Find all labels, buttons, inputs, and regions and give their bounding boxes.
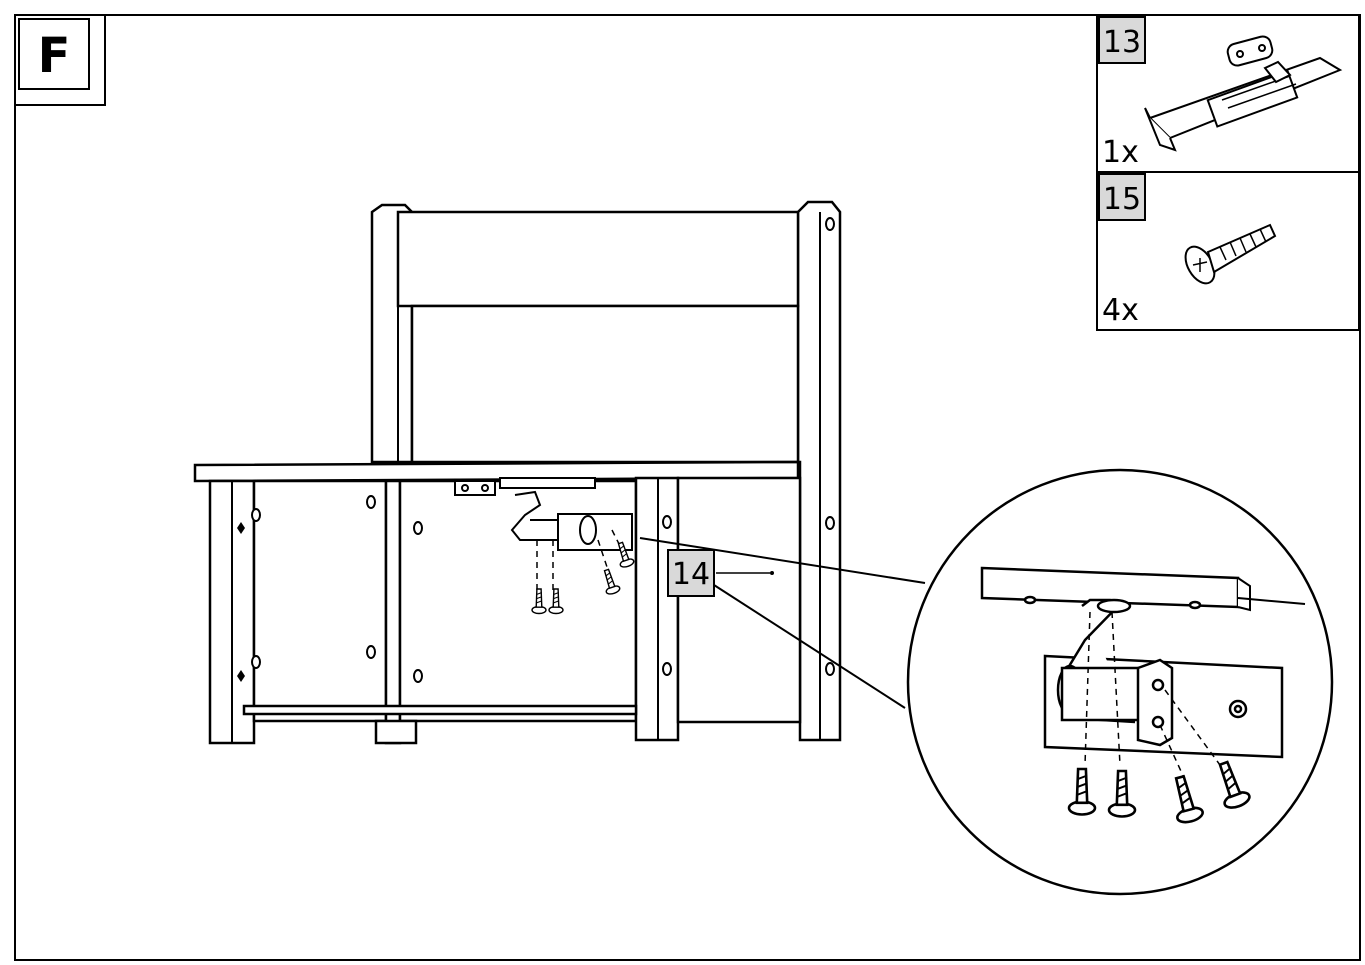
step-letter: F [38, 28, 71, 84]
detail-leader-lines [639, 537, 926, 709]
back-middle-panel [410, 304, 800, 464]
step-label: F [14, 14, 106, 106]
left-front-panel [252, 479, 388, 723]
callout-14: 14 [667, 549, 774, 597]
bench-assembly [193, 200, 842, 745]
part-quantity: 4x [1102, 293, 1139, 328]
seat-hinge-small [454, 477, 633, 551]
part-number: 13 [1103, 25, 1141, 60]
part-quantity: 1x [1102, 135, 1139, 170]
callout-number: 14 [672, 557, 710, 592]
screw-icon [1184, 223, 1277, 285]
center-divider [384, 479, 402, 745]
detail-screw-guides [1084, 611, 1221, 781]
part-13: 13 1x [1098, 16, 1343, 170]
back-top-rail [396, 210, 800, 308]
parts-panel: 13 1x 15 4x [1096, 14, 1360, 331]
lid-stay-hinge-icon [1144, 35, 1343, 152]
part-15: 15 4x [1098, 173, 1277, 328]
part-number: 15 [1103, 182, 1141, 217]
center-foot [374, 719, 418, 745]
bottom-rail [242, 704, 638, 716]
detail-view [906, 468, 1334, 896]
